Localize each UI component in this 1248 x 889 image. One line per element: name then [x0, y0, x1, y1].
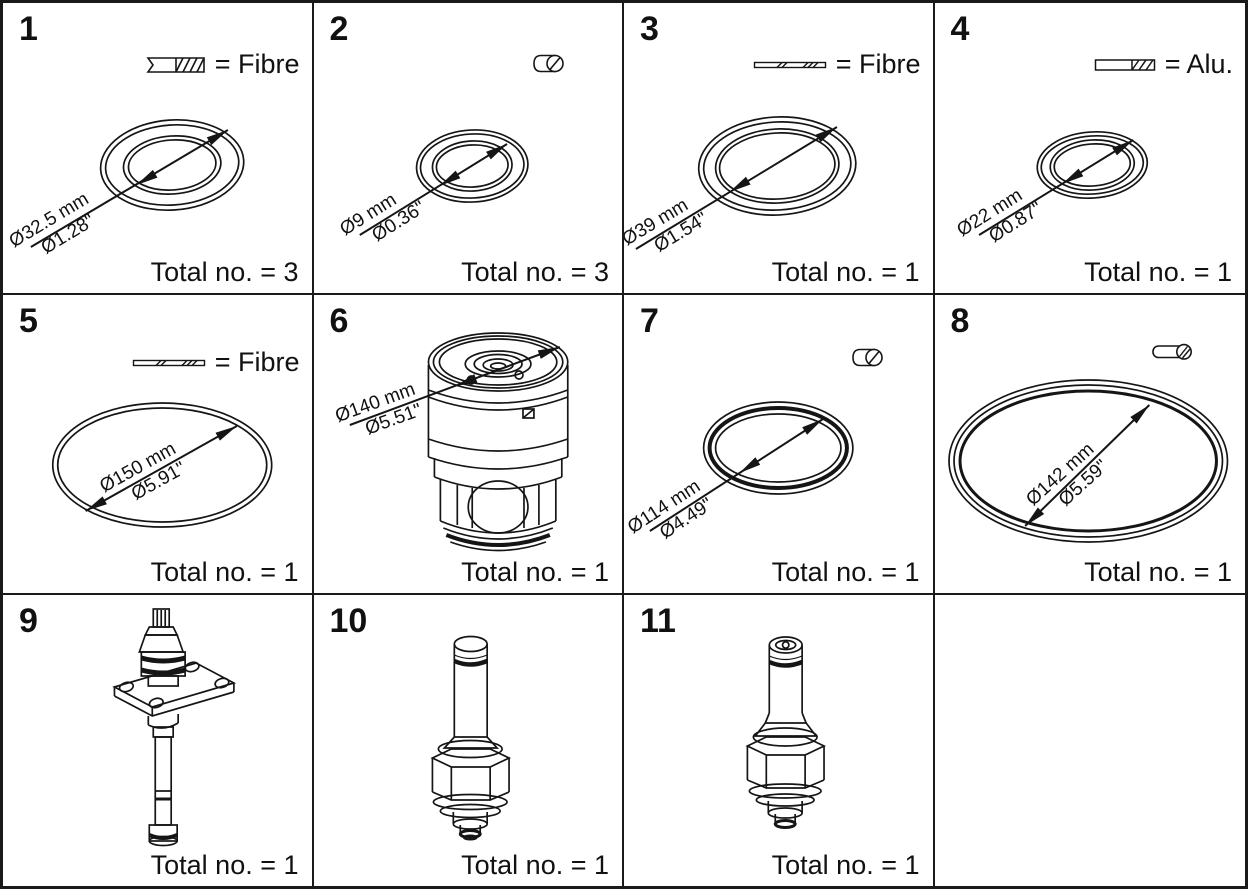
diameter-arrow: [358, 143, 508, 236]
material-legend: = Fibre: [140, 49, 300, 80]
total-count: Total no. = 1: [1084, 557, 1232, 587]
part-number: 8: [950, 302, 970, 340]
part-number: 5: [19, 302, 38, 340]
oring-ring: [947, 379, 1228, 543]
valve-cartridge-drawing: [348, 332, 569, 552]
part-number: 11: [640, 602, 676, 640]
washer-ring: [1035, 131, 1148, 199]
part-cell-5: 5 = Fibre Ø150 mm Ø5.91": [3, 295, 314, 595]
fibre-gasket-flat-icon: [753, 61, 826, 68]
diameter-arrow: [348, 346, 560, 426]
part-cell-2: 2 Ø9 mm Ø0.36" Total no. = 3: [313, 3, 624, 295]
fibre-washer-drawing: [635, 116, 857, 250]
total-count: Total no. = 1: [150, 557, 299, 587]
material-legend: = Alu.: [1094, 49, 1233, 80]
part-number: 9: [19, 602, 38, 640]
oring-section-icon: [851, 348, 883, 367]
material-legend: = Fibre: [132, 347, 300, 378]
armature-drawing: [429, 635, 511, 841]
total-count: Total no. = 1: [1084, 257, 1232, 287]
part-number: 7: [640, 302, 659, 340]
valve-body: [112, 608, 237, 847]
material-legend: [530, 53, 564, 74]
part-cell-1: 1 = Fibre Ø32.: [3, 3, 314, 295]
diameter-arrow: [635, 126, 838, 250]
armature-body: [745, 636, 827, 829]
material-label: = Alu.: [1164, 49, 1233, 79]
alu-washer-drawing: [978, 131, 1148, 236]
total-count: Total no. = 1: [771, 557, 920, 587]
alu-gasket-section-icon: [1094, 58, 1155, 71]
washer-ring: [99, 118, 245, 212]
oring-drawing: [649, 401, 854, 532]
material-label: = Fibre: [835, 49, 921, 79]
armature-body: [429, 635, 511, 841]
material-legend: [1151, 343, 1193, 360]
oring-ring: [702, 401, 854, 495]
part-cell-10: 10 Total no. = 1: [313, 595, 624, 886]
oring-drawing: [947, 379, 1228, 543]
oring-section-icon: [533, 54, 564, 73]
fibre-gasket-section-icon: [146, 56, 205, 73]
part-cell-4: 4 = Alu. Ø22 mm Ø0.: [934, 3, 1245, 295]
part-number: 3: [640, 10, 659, 48]
diameter-arrow: [1023, 404, 1150, 527]
washer-ring: [415, 129, 529, 203]
fibre-gasket-drawing: [51, 402, 273, 528]
gasket-ring: [51, 402, 273, 528]
part-cell-7: 7 Ø114 mm Ø4.49" Total no. = 1: [624, 295, 935, 595]
part-cell-8: 8 Ø142 mm Ø5.59" Total: [934, 295, 1245, 595]
part-cell-9: 9: [3, 595, 314, 886]
diameter-arrow: [978, 139, 1134, 236]
total-count: Total no. = 1: [771, 257, 920, 287]
total-count: Total no. = 1: [150, 850, 299, 880]
part-number: 2: [329, 10, 349, 48]
oring-cord-section-icon: [1152, 343, 1192, 360]
diameter-arrow: [30, 129, 229, 248]
empty-cell: [934, 595, 1245, 886]
diameter-arrow: [85, 425, 238, 512]
washer-ring: [697, 116, 857, 216]
part-cell-11: 11: [624, 595, 935, 886]
part-cell-3: 3 = Fibre Ø39 mm Ø1: [624, 3, 935, 295]
material-label: = Fibre: [214, 49, 300, 79]
part-cell-6: 6: [313, 295, 624, 595]
total-count: Total no. = 3: [150, 257, 299, 287]
fibre-washer-drawing: [30, 118, 245, 248]
total-count: Total no. = 1: [461, 557, 609, 587]
material-label: = Fibre: [214, 347, 300, 377]
fibre-gasket-flat-icon: [132, 359, 205, 366]
oring-drawing: [358, 129, 529, 236]
diameter-arrow: [649, 418, 824, 532]
total-count: Total no. = 3: [461, 257, 609, 287]
pilot-valve-drawing: [112, 608, 237, 847]
total-count: Total no. = 1: [461, 850, 609, 880]
material-legend: = Fibre: [753, 49, 921, 80]
total-count: Total no. = 1: [771, 850, 920, 880]
part-number: 6: [329, 302, 349, 340]
armature-drawing: [745, 636, 827, 829]
material-legend: [849, 347, 883, 368]
part-number: 1: [19, 10, 38, 48]
cartridge-body: [427, 332, 569, 552]
part-number: 10: [329, 602, 368, 640]
part-number: 4: [950, 10, 970, 48]
